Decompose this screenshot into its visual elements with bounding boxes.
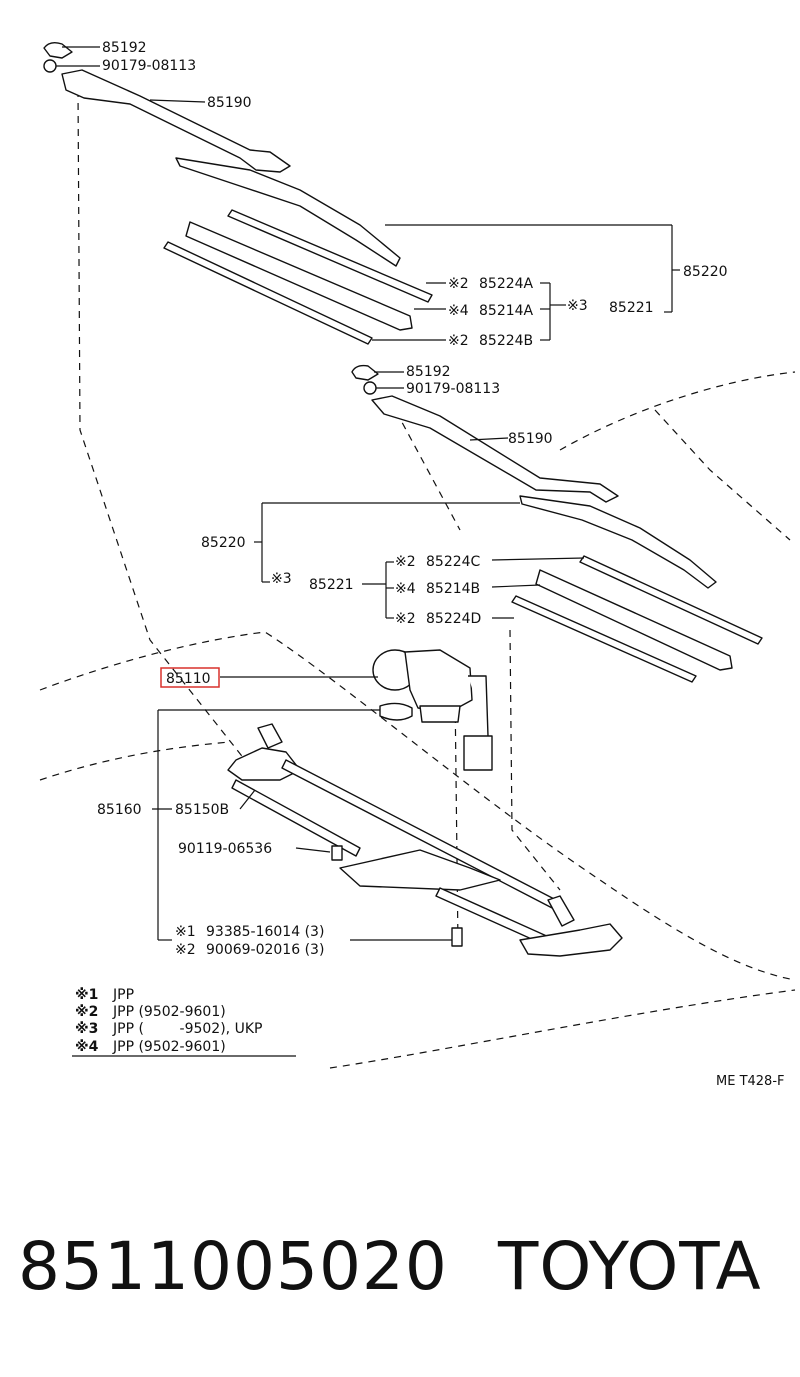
hood-contour-side xyxy=(654,409,791,541)
cowl-contour-lower xyxy=(39,741,231,781)
legend-mark-1: ※1 xyxy=(75,987,98,1003)
wiper-arm-middle xyxy=(351,364,763,683)
label-note-top: ※3 xyxy=(567,298,588,314)
label-screw: 93385-16014 (3) xyxy=(206,924,324,940)
legend-text-1: JPP xyxy=(112,987,134,1003)
motor-base xyxy=(419,705,461,723)
blade-frame-upper xyxy=(175,157,401,267)
pivot-left xyxy=(257,723,283,749)
arm-body-middle xyxy=(371,395,619,503)
arm-nut-upper xyxy=(43,59,57,73)
rubber-b-strip xyxy=(185,221,413,331)
label-rubber-a: 85224A xyxy=(479,276,534,292)
label-link: 85150B xyxy=(175,802,229,818)
footer: 8511005020 TOYOTA xyxy=(18,1228,788,1318)
legend-mark-4: ※4 xyxy=(75,1039,99,1055)
link-rod-lower xyxy=(231,779,361,857)
label-rubber-f: 85224D xyxy=(426,611,481,627)
arm-cap-upper xyxy=(43,41,73,59)
cowl-contour xyxy=(39,631,796,981)
label-nut-mid: 90179-08113 xyxy=(406,381,500,397)
rubber-d-strip xyxy=(579,555,763,645)
rubber-e-strip xyxy=(535,569,733,671)
wiper-motor xyxy=(372,649,493,771)
label-rubber-f-note: ※2 xyxy=(395,611,416,627)
label-rubber-a-note: ※2 xyxy=(448,276,469,292)
label-washer-note: ※2 xyxy=(175,942,196,958)
label-cap-mid: 85192 xyxy=(406,364,451,380)
legend-mark-3: ※3 xyxy=(75,1021,98,1037)
label-insert-mid: 85221 xyxy=(309,577,354,593)
label-rubber-e: 85214B xyxy=(426,581,480,597)
part-labels: 85192 90179-08113 85190 85220 85221 ※3 ※… xyxy=(97,40,728,958)
label-insert-top: 85221 xyxy=(609,300,654,316)
wiper-arm-upper xyxy=(43,41,433,345)
motor-gearbox xyxy=(404,649,473,713)
body-contour-left xyxy=(77,89,246,761)
label-rubber-e-note: ※4 xyxy=(395,581,416,597)
label-screw-note: ※1 xyxy=(175,924,196,940)
label-rubber-b-note: ※4 xyxy=(448,303,469,319)
hood-contour-top xyxy=(559,371,796,451)
pivot-right xyxy=(547,895,575,927)
screw-shape xyxy=(451,927,463,947)
motor-connector xyxy=(463,735,493,771)
label-cap-top: 85192 xyxy=(102,40,147,56)
label-blade-top: 85220 xyxy=(683,264,728,280)
label-rubber-d-note: ※2 xyxy=(395,554,416,570)
pivot-plate-left xyxy=(227,747,301,781)
label-motor: 85110 xyxy=(166,671,211,687)
motor-highlight xyxy=(160,667,220,688)
label-arm-top: 85190 xyxy=(207,95,252,111)
arm-cap-middle xyxy=(351,364,379,381)
motor-harness xyxy=(468,675,489,737)
legend-text-2: JPP (9502-9601) xyxy=(112,1004,226,1020)
label-link-assy: 85160 xyxy=(97,802,142,818)
arm-axis-right xyxy=(509,629,561,891)
blade-frame-middle xyxy=(519,495,717,589)
motor-axis xyxy=(454,689,459,946)
rubber-f-strip xyxy=(511,595,697,683)
label-rubber-c: 85224B xyxy=(479,333,533,349)
legend: ※1 JPP ※2 JPP (9502-9601) ※3 JPP ( -9502… xyxy=(75,987,262,1055)
label-washer: 90069-02016 (3) xyxy=(206,942,324,958)
bolt-shape xyxy=(331,845,343,861)
leader-lines xyxy=(56,46,680,1057)
label-rubber-b: 85214A xyxy=(479,303,534,319)
brand-name: TOYOTA xyxy=(498,1228,762,1305)
arm-body-upper xyxy=(61,69,291,173)
legend-text-3: JPP ( -9502), UKP xyxy=(112,1021,262,1037)
label-nut-top: 90179-08113 xyxy=(102,58,196,74)
label-arm-mid: 85190 xyxy=(508,431,553,447)
legend-text-4: JPP (9502-9601) xyxy=(112,1039,226,1055)
pivot-plate-right xyxy=(519,923,623,957)
label-bolt: 90119-06536 xyxy=(178,841,272,857)
rubber-c-strip xyxy=(163,241,373,345)
wiper-linkage xyxy=(227,723,623,957)
body-contour-upper xyxy=(389,399,461,531)
label-blade-mid: 85220 xyxy=(201,535,246,551)
diagram-code: ME T428-F xyxy=(716,1074,785,1089)
label-rubber-d: 85224C xyxy=(426,554,481,570)
rubber-a-strip xyxy=(227,209,433,303)
arm-nut-middle xyxy=(363,381,377,395)
legend-mark-2: ※2 xyxy=(75,1004,98,1020)
motor-bracket xyxy=(379,702,413,721)
firewall-contour xyxy=(329,989,796,1069)
label-rubber-c-note: ※2 xyxy=(448,333,469,349)
motor-mount-plate xyxy=(339,849,501,891)
label-note-mid: ※3 xyxy=(271,571,292,587)
part-number: 8511005020 xyxy=(18,1228,448,1305)
